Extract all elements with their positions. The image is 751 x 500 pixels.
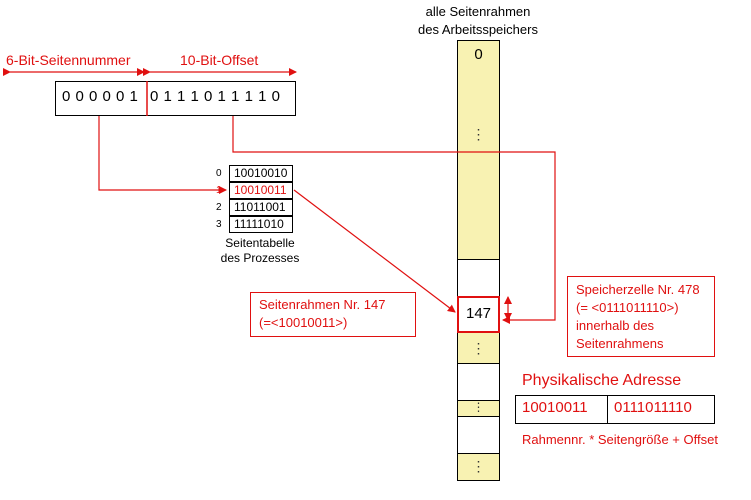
memory-dots-1: ⋮ <box>471 126 486 142</box>
page-table-index-3: 3 <box>216 219 222 230</box>
physical-address-title: Physikalische Adresse <box>522 372 682 389</box>
frame-note-line2: (=<10010011>) <box>259 315 348 330</box>
memory-title-line2: des Arbeitsspeichers <box>418 22 538 37</box>
memory-frame-b <box>457 416 500 454</box>
memory-title-line1: alle Seitenrahmen <box>425 4 531 19</box>
memory-title: alle Seitenrahmen des Arbeitsspeichers <box>400 3 556 39</box>
page-table-index-0: 0 <box>216 168 222 179</box>
memory-frames-bottom <box>457 453 500 481</box>
frame-0-label: 0 <box>474 46 483 63</box>
cell-note-line4: Seitenrahmens <box>576 336 664 351</box>
physical-address-divider <box>607 395 608 424</box>
frame-147-label: 147 <box>465 305 492 322</box>
page-number-label: 6-Bit-Seitennummer <box>6 52 131 68</box>
page-to-table-line <box>98 116 227 194</box>
physical-frame-bits: 10010011 <box>522 399 588 416</box>
virtual-address-box <box>55 81 296 116</box>
cell-note-line3: innerhalb des <box>576 318 655 333</box>
page-table-index-1: 1 <box>216 185 222 196</box>
cell-note-line2: (= <0111011110>) <box>576 300 679 315</box>
memory-dots-4: ⋮ <box>471 458 486 474</box>
virtual-offset-bits: 0 1 1 1 0 1 1 1 1 0 <box>150 88 281 105</box>
frame-note-box: Seitenrahmen Nr. 147 (=<10010011>) <box>250 292 416 337</box>
offset-label: 10-Bit-Offset <box>180 52 259 68</box>
memory-frame-a <box>457 363 500 401</box>
memory-dots-3: ⋮ <box>472 400 485 414</box>
frame-note-line1: Seitenrahmen Nr. 147 <box>259 297 386 312</box>
cell-note-box: Speicherzelle Nr. 478 (= <0111011110>) i… <box>567 276 715 357</box>
physical-address-formula: Rahmennr. * Seitengröße + Offset <box>522 432 718 447</box>
page-table-row-2: 11011001 <box>229 199 293 216</box>
page-table-caption-line1: Seitentabelle <box>225 236 295 250</box>
memory-frames-top <box>457 40 500 260</box>
memory-frames-mid <box>457 332 500 364</box>
memory-dots-2: ⋮ <box>471 340 486 356</box>
page-table-row-0: 10010010 <box>229 165 293 182</box>
virtual-page-bits: 0 0 0 0 0 1 <box>62 88 139 105</box>
physical-address-box <box>515 395 715 424</box>
page-table-index-2: 2 <box>216 202 222 213</box>
page-table-caption-line2: des Prozesses <box>220 251 300 265</box>
physical-offset-bits: 0111011110 <box>614 399 692 416</box>
memory-frame-146 <box>457 259 500 297</box>
page-table-row-3: 11111010 <box>229 216 293 233</box>
page-table-row-1: 10010011 <box>229 182 293 199</box>
cell-note-line1: Speicherzelle Nr. 478 <box>576 282 700 297</box>
page-table-caption: Seitentabelle des Prozesses <box>210 236 310 266</box>
